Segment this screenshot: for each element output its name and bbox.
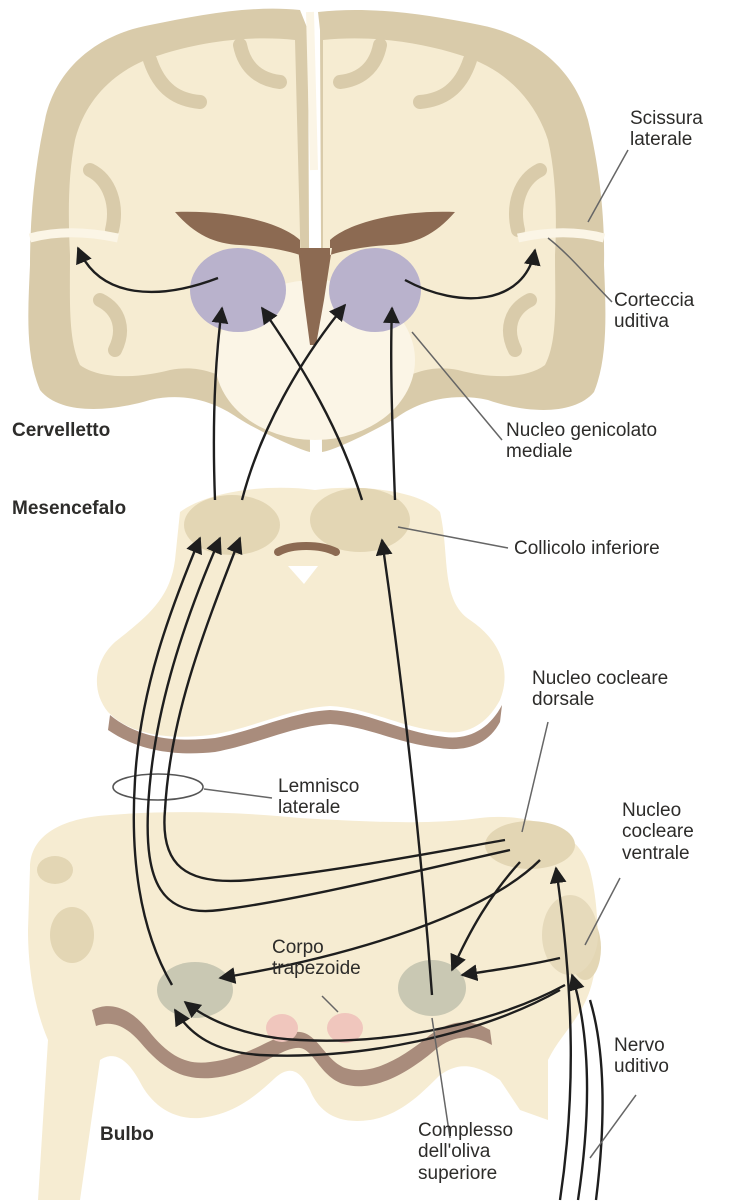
label-nucleo-cocleare-ventrale: Nucleo cocleare ventrale	[622, 800, 694, 864]
label-collicolo-inferiore: Collicolo inferiore	[514, 538, 660, 559]
label-lemnisco-laterale: Lemnisco laterale	[278, 776, 359, 819]
midbrain-outline	[97, 488, 505, 737]
label-corpo-trapezoide: Corpo trapezoide	[272, 937, 361, 980]
label-corteccia-uditiva: Corteccia uditiva	[614, 290, 694, 333]
midbrain-section	[97, 488, 505, 754]
label-mesencefalo: Mesencefalo	[12, 498, 126, 519]
label-nucleo-cocleare-dorsale: Nucleo cocleare dorsale	[532, 668, 668, 711]
cerebrum-section	[28, 9, 605, 452]
label-nucleo-genicolato-mediale: Nucleo genicolato mediale	[506, 420, 657, 463]
left-medial-geniculate	[190, 248, 286, 332]
left-inferior-colliculus	[184, 495, 280, 555]
lateral-lemniscus-ring	[113, 774, 203, 800]
label-cervelletto: Cervelletto	[12, 420, 110, 441]
label-complesso-oliva-superiore: Complesso dell'oliva superiore	[418, 1120, 513, 1184]
right-trapezoid-body	[327, 1013, 363, 1043]
right-medial-geniculate	[329, 248, 421, 332]
label-scissura-laterale: Scissura laterale	[630, 108, 703, 151]
label-bulbo: Bulbo	[100, 1124, 154, 1145]
dorsal-cochlear-nucleus	[485, 821, 575, 869]
label-nervo-uditivo: Nervo uditivo	[614, 1035, 669, 1078]
